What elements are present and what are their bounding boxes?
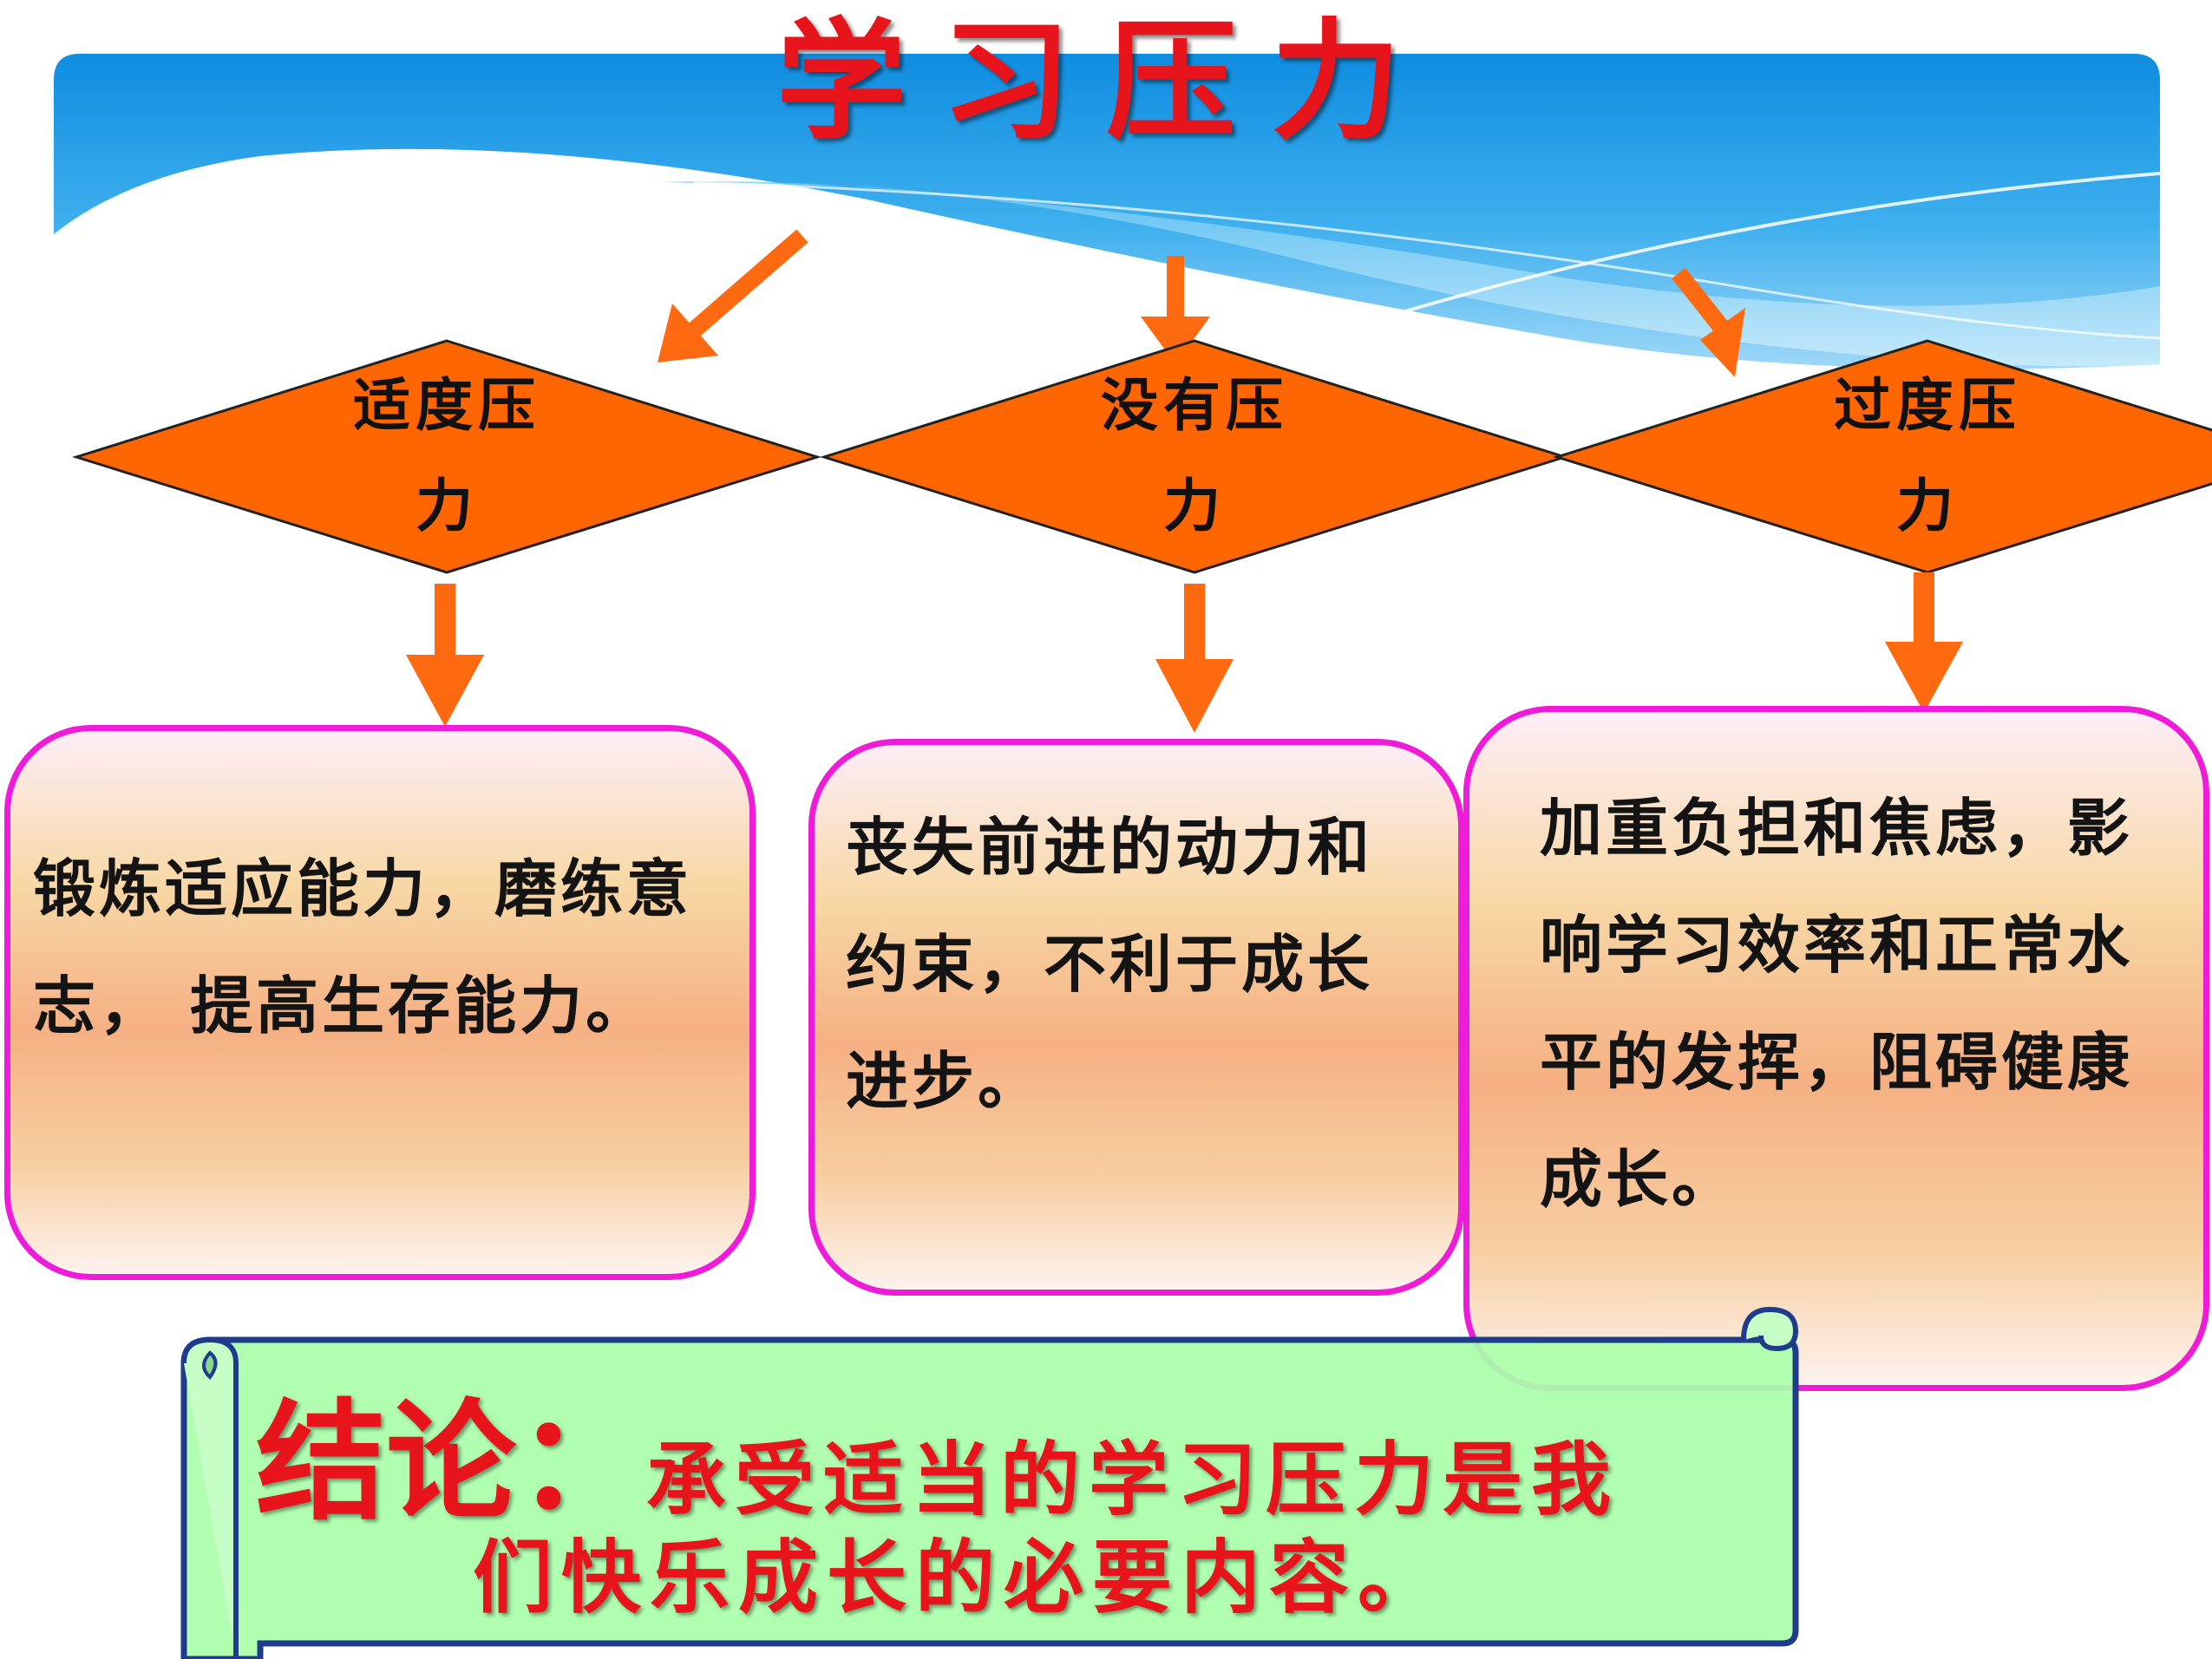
arrow-moderate-to-box [406,584,484,727]
arrow-to-none [1141,256,1210,364]
result-text-moderate: 锻炼适应能力，磨练意志， 提高生存能力。 [33,852,693,1042]
diamond-none [819,339,1570,574]
diamond-label-moderate: 适度压 力 [273,356,620,557]
arrow-excessive-to-box [1885,572,1963,713]
result-box-excessive [1463,706,2209,1391]
arrow-to-moderate [658,229,808,362]
arrow-to-excessive [1672,267,1745,377]
diamond-label-excessive: 过度压 力 [1754,356,2101,557]
conclusion-line2: 们快乐成长的必要内容。 [473,1532,1447,1624]
header-banner [54,54,2161,369]
diamond-label-line2: 力 [1163,473,1226,539]
diamond-label-line1: 适度压 [353,372,540,439]
result-box-none [808,739,1464,1296]
diamond-label-line1: 过度压 [1834,372,2021,439]
arrow-none-to-box [1155,584,1234,733]
result-text-none: 丧失前进的动力和约束，不利于成长进步。 [846,811,1374,1118]
result-box-moderate [4,725,756,1280]
conclusion-text: 承受适当的学习压力是我 [646,1434,1620,1526]
conclusion-line1: 结论：承受适当的学习压力是我 [256,1357,1620,1545]
diamond-moderate [71,339,822,574]
diamond-label-line1: 没有压 [1101,372,1288,439]
diamond-label-line2: 力 [416,473,478,539]
diamond-label-none: 没有压 力 [1021,356,1368,557]
result-text-excessive: 加重负担和焦虑，影响学习效率和正常水平的发挥，阻碍健康成长。 [1540,792,2134,1216]
page-title: 学习压力 [776,7,1436,158]
diamond-label-line2: 力 [1896,473,1959,539]
conclusion-head: 结论： [256,1388,647,1538]
